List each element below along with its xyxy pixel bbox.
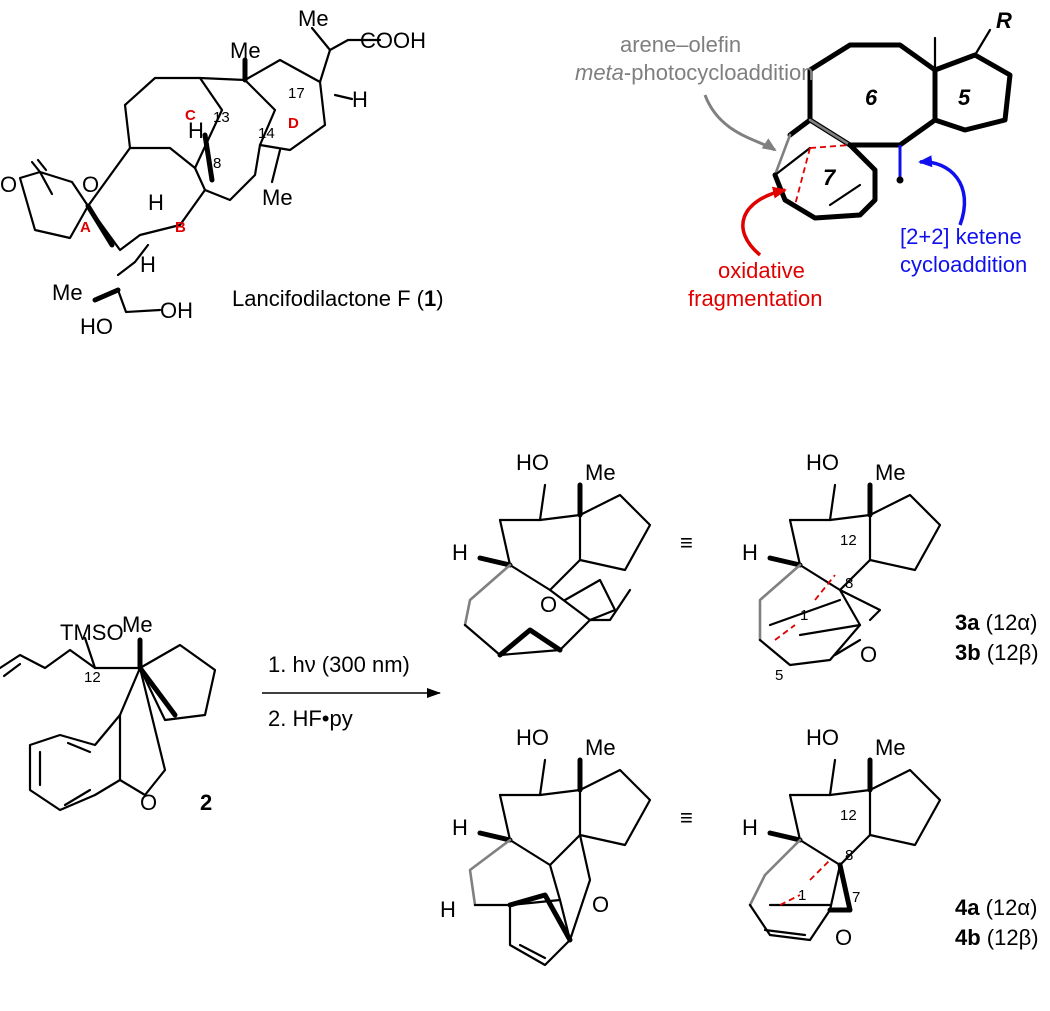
ring-label-a: A [80,219,91,236]
blue-arrow [918,155,967,226]
atom-o-substrate: O [140,790,157,815]
ho-label-3-right: HO [806,450,839,475]
h-label-17: H [352,87,368,112]
methyl-label-4-right: Me [875,735,906,760]
oh-label: OH [160,298,193,323]
annotation-red-line1: oxidative [718,258,805,283]
methyl-label-14: Me [262,185,293,210]
atom-number-5-3: 5 [775,667,783,684]
annotation-blue-line1: [2+2] ketene [900,224,1022,249]
r-group-label: R [996,8,1012,33]
methyl-label-3-left: Me [585,460,616,485]
atom-number-8-3: 8 [845,575,853,592]
atom-number-17: 17 [288,85,305,102]
h-label-4-left: H [452,815,468,840]
h-label-8: H [188,118,204,143]
tmso-label: TMSO [60,620,124,645]
atom-o-4-right: O [835,925,852,950]
ho-label-4-right: HO [806,725,839,750]
atom-number-12-3: 12 [840,532,857,549]
atom-o-4-left: O [592,892,609,917]
atom-o-ring: O [82,172,99,197]
atom-o-carbonyl: O [0,172,17,197]
ho-label-4-left: HO [516,725,549,750]
ring-label-c: C [185,107,196,124]
methyl-label-3-right: Me [875,460,906,485]
methyl-label-4-left: Me [585,735,616,760]
atom-number-12-4: 12 [840,807,857,824]
product-3-labels: HO Me H O ≡ HO Me H O 12 8 1 5 3a (12α) … [452,450,1039,684]
h-label-3-right: H [742,540,758,565]
strategy-arrows [703,94,967,257]
atom-number-8-4: 8 [845,847,853,864]
reaction-step-2: 2. HF•py [268,706,353,731]
strategy-structure [772,28,1013,221]
atom-number-13: 13 [213,109,230,126]
product-3-right [758,482,942,667]
ho-label-3-left: HO [516,450,549,475]
h-label-b: H [148,190,164,215]
ring-label-b: B [175,219,186,236]
methyl-label-diol: Me [52,280,83,305]
ring-label-6: 6 [865,85,878,110]
product-4-labels: HO Me H H O ≡ HO Me H O 12 8 1 7 4a (12α… [440,725,1039,950]
atom-o-3-left: O [540,592,557,617]
reaction-arrow-group: 1. hν (300 nm) 2. HF•py [262,652,441,731]
annotation-gray-line2: meta-photocycloaddition [575,60,814,85]
atom-number-1-4: 1 [798,887,806,904]
product-4-left [468,757,652,967]
label-4b: 4b (12β) [955,925,1039,950]
annotation-blue-line2: cycloaddition [900,252,1027,277]
ring-label-5: 5 [958,85,971,110]
methyl-label-13: Me [230,38,261,63]
annotation-red-line2: fragmentation [688,286,823,311]
atom-number-1-3: 1 [800,607,808,624]
label-4a: 4a (12α) [955,895,1037,920]
annotation-gray-line1: arene–olefin [620,32,741,57]
strategy-labels: R 6 5 7 arene–olefin meta-photocycloaddi… [575,8,1027,311]
atom-number-7-4: 7 [852,889,860,906]
product-3-left [463,482,652,658]
atom-number-8: 8 [213,155,221,172]
substrate-2-structure [0,636,217,812]
equivalence-4: ≡ [680,805,693,830]
label-3a: 3a (12α) [955,610,1037,635]
ring-label-7: 7 [823,165,837,190]
compound-1-name: Lancifodilactone F (1) [232,286,444,311]
reaction-step-1: 1. hν (300 nm) [268,652,410,677]
h-label-side: H [140,252,156,277]
atom-o-3-right: O [860,642,877,667]
atom-number-12-substrate: 12 [84,669,101,686]
h-label-3-left: H [452,540,468,565]
ring-label-d: D [288,115,299,132]
red-arrow [741,186,787,257]
methyl-label-side: Me [298,6,329,31]
equivalence-3: ≡ [680,530,693,555]
h-label-4-left-bottom: H [440,897,456,922]
product-4-right [748,757,942,942]
label-3b: 3b (12β) [955,640,1039,665]
h-label-4-right: H [742,815,758,840]
ho-label: HO [80,314,113,339]
compound-1-structure [18,26,382,314]
cooh-label: COOH [360,28,426,53]
gray-arrow [703,94,777,152]
methyl-label-substrate: Me [122,612,153,637]
compound-1-labels: O O A B C D 13 14 17 8 Me Me Me COOH H H… [0,6,444,339]
atom-number-14: 14 [258,125,275,142]
substrate-2-labels: TMSO Me 12 O 2 [60,612,212,815]
substrate-number: 2 [200,790,212,815]
